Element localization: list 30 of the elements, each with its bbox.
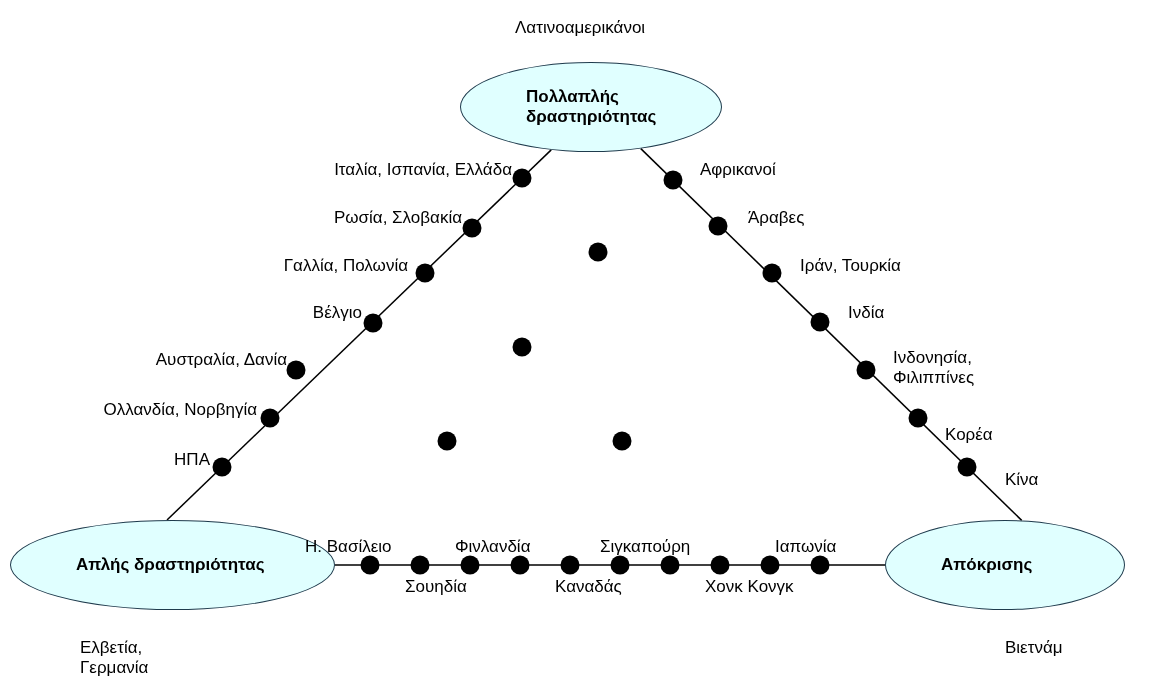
country-label: Ιαπωνία: [775, 537, 837, 558]
country-label: Βιετνάμ: [1005, 638, 1063, 659]
country-label: Η. Βασίλειο: [305, 537, 392, 558]
country-label: Ιράν, Τουρκία: [800, 256, 901, 277]
country-label: Ρωσία, Σλοβακία: [333, 208, 462, 229]
country-label: Φινλανδία: [455, 537, 531, 558]
country-label: Γαλλία, Πολωνία: [283, 256, 408, 277]
country-label: Λατινοαμερικάνοι: [515, 18, 646, 39]
country-label: Κίνα: [1005, 470, 1039, 491]
node-label: Απόκρισης: [941, 554, 1034, 576]
country-label: Καναδάς: [555, 577, 622, 598]
country-label: Ελβετία, Γερμανία: [80, 638, 150, 679]
country-label: Ολλανδία, Νορβηγία: [103, 400, 257, 421]
connector-line: [640, 147, 1023, 522]
country-label: Χονκ Κονγκ: [705, 577, 794, 598]
node-label: Απλής δραστηριότητας: [76, 554, 266, 576]
connector-line: [166, 149, 552, 521]
country-label: Αφρικανοί: [700, 160, 776, 181]
country-label: Βέλγιο: [312, 303, 362, 324]
country-label: ΗΠΑ: [174, 450, 210, 471]
country-label: Άραβες: [748, 208, 805, 229]
country-label: Αυστραλία, Δανία: [155, 350, 287, 371]
country-label: Ιταλία, Ισπανία, Ελλάδα: [334, 160, 512, 181]
country-label: Σουηδία: [405, 577, 467, 598]
country-label: Σιγκαπούρη: [600, 537, 691, 558]
country-label: Κορέα: [945, 425, 993, 446]
node-label: Πολλαπλής δραστηριότητας: [526, 86, 658, 128]
connector-line: [334, 564, 886, 566]
country-label: Ινδία: [848, 303, 885, 324]
country-label: Ινδονησία, Φιλιππίνες: [893, 348, 976, 389]
